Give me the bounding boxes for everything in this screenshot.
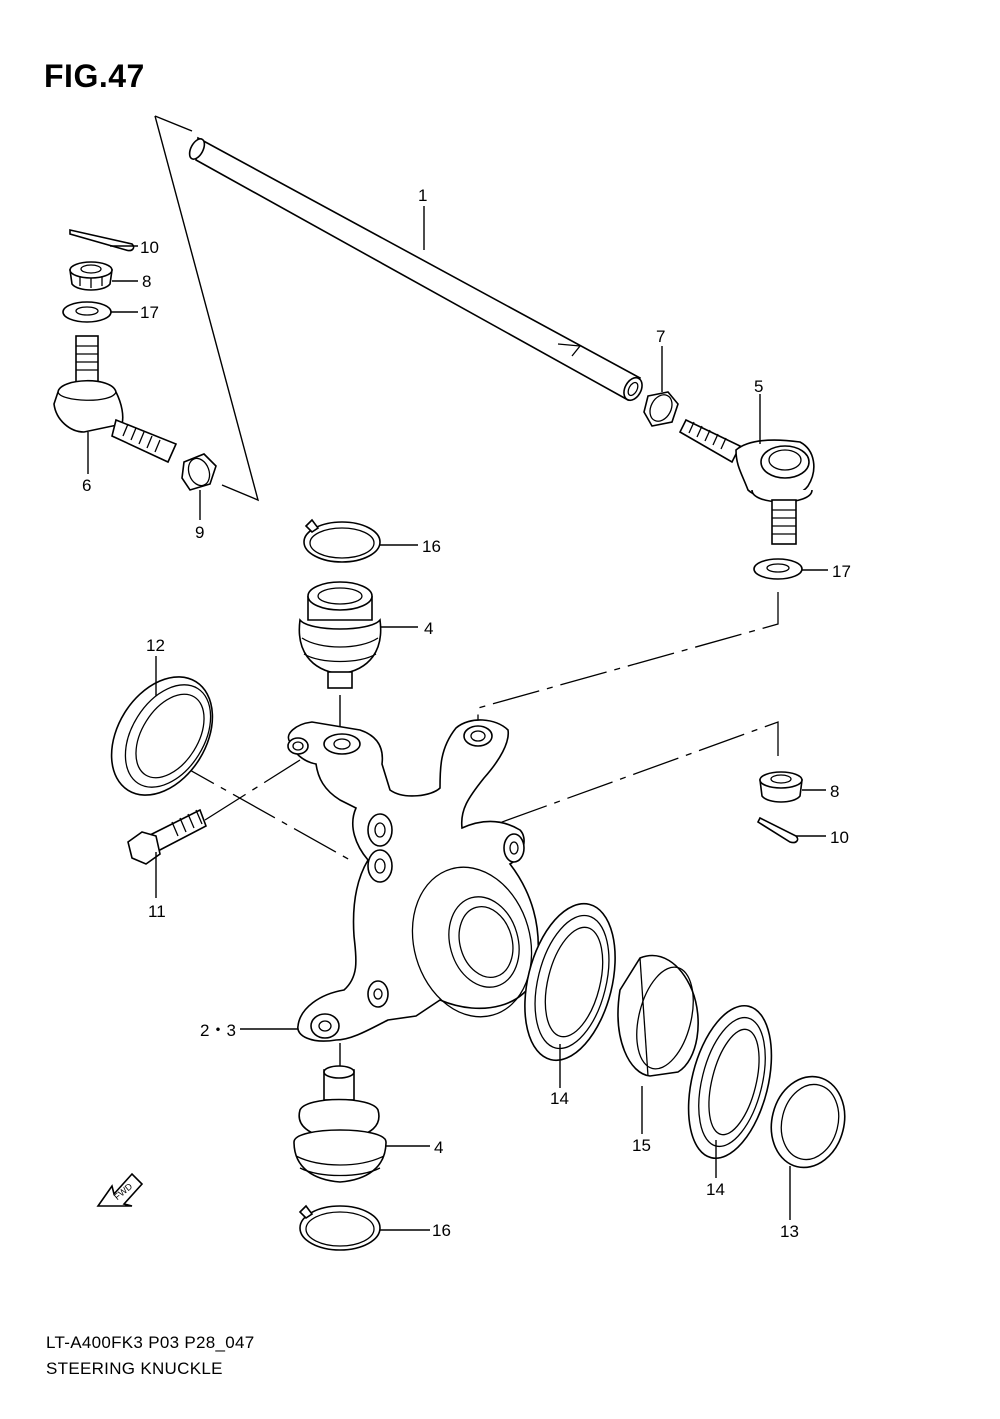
tie-rod-part	[188, 136, 643, 402]
ball-joint-lower-part	[293, 1065, 387, 1183]
washer-right-part	[753, 558, 803, 580]
bearing-front-part	[524, 902, 616, 1062]
circlip-upper-part	[303, 518, 381, 563]
nut-left-part	[181, 453, 217, 491]
callout-8-left: 8	[142, 272, 151, 291]
ball-joint-upper-part	[298, 581, 382, 689]
callout-13: 13	[780, 1222, 799, 1241]
callout-14-rear: 14	[706, 1180, 725, 1199]
callout-leaders	[87, 206, 828, 1231]
castle-nut-right-part	[759, 771, 803, 803]
callout-17-right: 17	[832, 562, 851, 581]
oil-seal-part	[110, 676, 214, 796]
cotter-pin-right-part	[756, 816, 799, 844]
callout-5: 5	[754, 377, 763, 396]
callout-11: 11	[148, 902, 166, 921]
callout-labels: 1 7 5 10 8 17 6 9 16 4 17 12 8 10 11 2・3…	[82, 186, 851, 1241]
callout-12: 12	[146, 636, 165, 655]
callout-1: 1	[418, 186, 427, 205]
forward-arrow-icon	[96, 1172, 144, 1207]
callout-14-front: 14	[550, 1089, 569, 1108]
callout-17-left: 17	[140, 303, 159, 322]
tie-rod-end-right-part	[678, 418, 815, 545]
callout-15: 15	[632, 1136, 651, 1155]
steering-knuckle-part	[287, 719, 540, 1042]
callout-4-upper: 4	[424, 619, 433, 638]
circlip-lower-part	[298, 1204, 381, 1251]
callout-10-right: 10	[830, 828, 849, 847]
assembly-guide-lines	[154, 115, 779, 1068]
castle-nut-left-part	[69, 261, 113, 291]
diagram-caption: STEERING KNUCKLE	[46, 1359, 223, 1378]
callout-4-lower: 4	[434, 1138, 443, 1157]
bearing-rear-part	[687, 1004, 773, 1160]
callout-16-lower: 16	[432, 1221, 451, 1240]
spacer-part	[617, 954, 699, 1077]
figure-title: FIG.47	[44, 58, 145, 94]
forward-direction-indicator: FWD	[96, 1172, 144, 1207]
lock-nut-part	[643, 391, 679, 427]
cotter-pin-left-part	[69, 228, 135, 252]
washer-left-part	[62, 301, 112, 323]
bolt-part	[127, 808, 207, 865]
callout-10-left: 10	[140, 238, 159, 257]
callout-7: 7	[656, 327, 665, 346]
callout-16-upper: 16	[422, 537, 441, 556]
callout-6: 6	[82, 476, 91, 495]
callout-8-right: 8	[830, 782, 839, 801]
callout-2-3: 2・3	[200, 1021, 236, 1040]
seal-ring-part	[770, 1075, 846, 1169]
model-code: LT-A400FK3 P03 P28_047	[46, 1333, 255, 1352]
callout-9: 9	[195, 523, 204, 542]
tie-rod-end-left-part	[53, 335, 178, 464]
